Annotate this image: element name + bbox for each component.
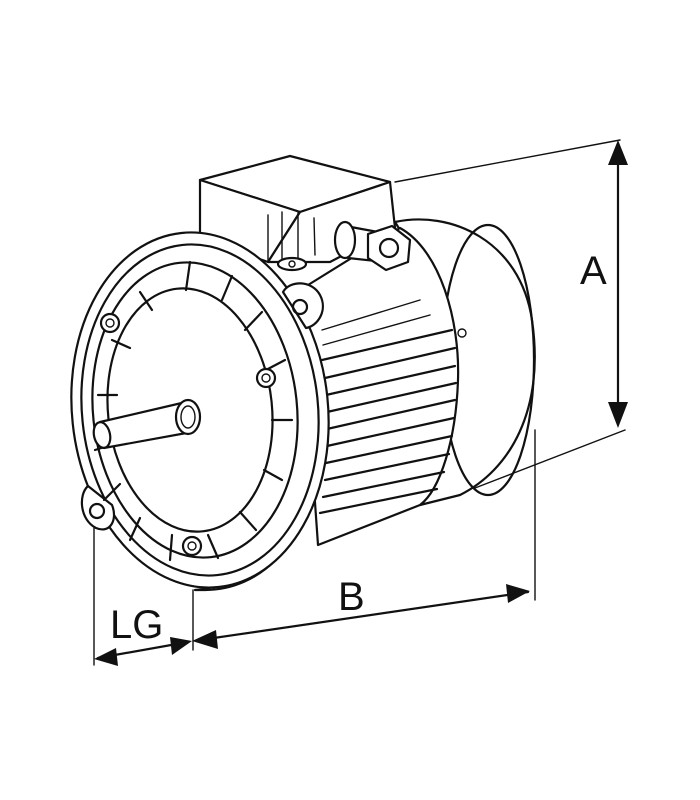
- dimension-b: B: [192, 429, 536, 651]
- motor-housing: [298, 218, 536, 547]
- arrow-down-icon: [608, 402, 628, 428]
- cooling-fins: [318, 299, 458, 515]
- arrow-right-icon: [170, 637, 192, 655]
- arrow-right-icon: [506, 584, 530, 603]
- arrow-left-icon: [192, 630, 218, 649]
- arrow-left-icon: [94, 648, 118, 666]
- arrow-up-icon: [608, 140, 628, 165]
- dimension-lg: LG: [93, 527, 192, 666]
- motor-shaft: [92, 398, 202, 450]
- cable-gland: [333, 220, 412, 272]
- dimension-a: A: [394, 139, 628, 489]
- dimension-lg-label: LG: [110, 603, 163, 647]
- dimension-a-label: A: [580, 249, 607, 293]
- dimension-b-label: B: [338, 575, 365, 619]
